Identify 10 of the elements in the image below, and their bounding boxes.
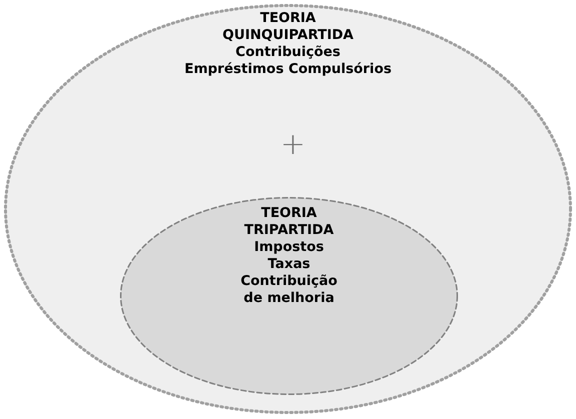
item-text: Contribuição de melhoria: [240, 273, 338, 307]
item-text: Contribuições: [234, 44, 342, 61]
plus-sign: +: [279, 128, 307, 162]
heading: TEORIA QUINQUIPARTIDA: [222, 10, 354, 44]
heading: TEORIA TRIPARTIDA: [243, 205, 335, 239]
ellipse-region: [120, 197, 458, 395]
item-text: Taxas: [266, 256, 312, 273]
item-text: Impostos: [253, 239, 325, 256]
ellipse-region: [4, 4, 572, 414]
item-text: Empréstimos Compulsórios: [183, 61, 392, 78]
